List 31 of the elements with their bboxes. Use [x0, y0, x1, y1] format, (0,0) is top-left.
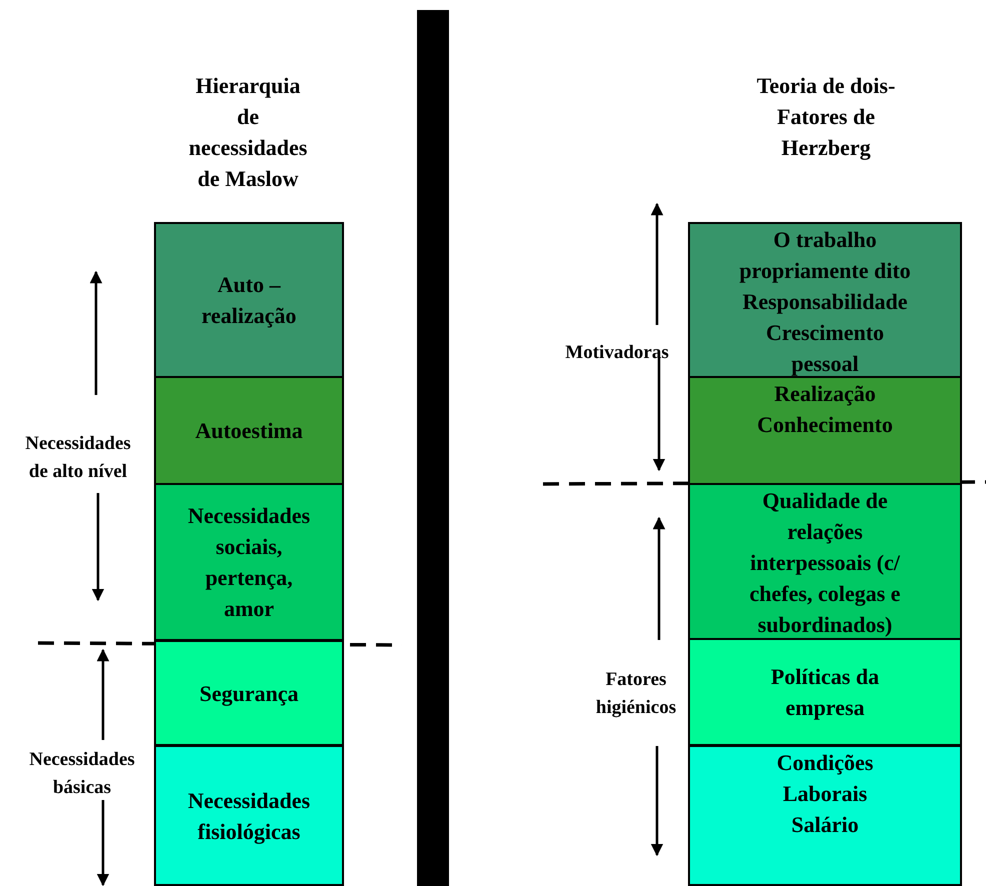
level-box [154, 640, 344, 746]
level-text: Necessidades sociais, pertença, amor [186, 502, 312, 623]
level-box [154, 222, 344, 378]
level-text: Conhecimento [757, 411, 893, 439]
side-label: Motivadoras [564, 341, 670, 365]
level-text: Realização [774, 380, 876, 408]
level-box [154, 376, 344, 485]
level-box [688, 745, 962, 886]
level-text: Crescimento pessoal [764, 319, 886, 376]
level-text: Responsabilidade [742, 288, 908, 316]
level-text: Salário [791, 811, 859, 839]
level-box [154, 483, 344, 641]
side-label: Necessidades básicas [28, 748, 136, 800]
level-text: Autoestima [195, 417, 303, 445]
level-text: Necessidades fisiológicas [186, 786, 312, 846]
level-box [688, 483, 962, 640]
level-text: Condições Laborais [776, 749, 874, 808]
column-heading: Hierarquia de necessidades de Maslow [188, 72, 308, 193]
divider-bar [417, 10, 449, 886]
side-label: Necessidades de alto nível [24, 432, 132, 484]
level-text: Auto – realização [200, 271, 298, 330]
side-label: Fatores higiénicos [594, 668, 678, 720]
level-box [688, 222, 962, 378]
column-heading: Teoria de dois-Fatores de Herzberg [756, 72, 896, 162]
level-box [154, 745, 344, 886]
level-text: Qualidade de relações interpessoais (c/ chefes, colegas e subordinados) [748, 487, 902, 638]
level-text: Segurança [200, 680, 298, 708]
level-text: O trabalho propriamente dito [738, 226, 912, 285]
level-box [688, 638, 962, 746]
level-box [688, 376, 962, 485]
level-text: Políticas da empresa [770, 663, 880, 722]
